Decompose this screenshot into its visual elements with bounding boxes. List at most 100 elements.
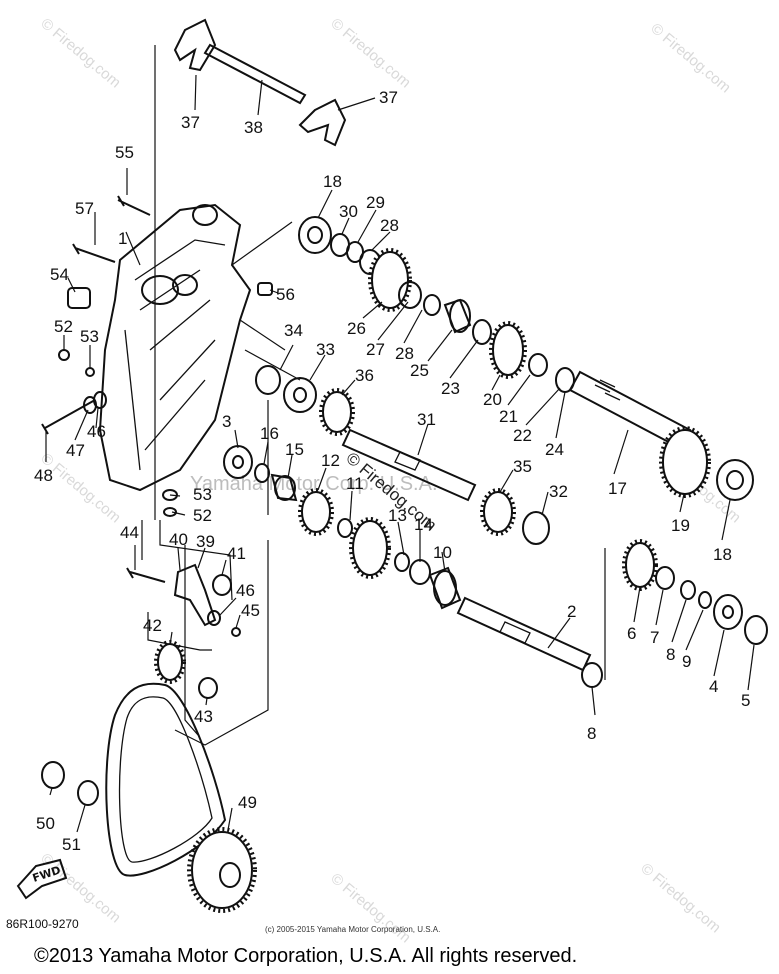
washer-52: [58, 349, 70, 361]
callout-12: 12: [321, 451, 340, 470]
callout-28-upper: 28: [380, 216, 399, 235]
watermark-top-right: © Firedog.com: [647, 20, 733, 96]
callout-8: 8: [587, 724, 596, 743]
callout-38: 38: [244, 118, 263, 137]
callout-13: 13: [388, 506, 407, 525]
callout-36: 36: [355, 366, 374, 385]
gear-20: [492, 324, 524, 376]
callout-14: 14: [414, 515, 433, 534]
gear-11: [352, 520, 388, 576]
callout-17: 17: [608, 479, 627, 498]
callout-57: 57: [75, 199, 94, 218]
callout-37-right: 37: [379, 88, 398, 107]
watermark-layer: © Firedog.com © Firedog.com © Firedog.co…: [37, 15, 743, 946]
callout-1: 1: [118, 229, 127, 248]
callout-7: 7: [650, 628, 659, 647]
callout-53-upper: 53: [80, 327, 99, 346]
callout-34: 34: [284, 321, 303, 340]
shift-rod: [203, 43, 307, 105]
bolt-44: [126, 567, 166, 583]
callout-18-right: 18: [713, 545, 732, 564]
callout-3: 3: [222, 412, 231, 431]
callout-50: 50: [36, 814, 55, 833]
seal-5: [744, 615, 768, 645]
callout-52-upper: 52: [54, 317, 73, 336]
footer-copyright: ©2013 Yamaha Motor Corporation, U.S.A. A…: [34, 945, 577, 967]
callout-4: 4: [709, 677, 718, 696]
diagram-code: 86R100-9270: [6, 917, 79, 931]
callout-10: 10: [433, 543, 452, 562]
watermark-top-left: © Firedog.com: [37, 15, 123, 91]
callout-37-left: 37: [181, 113, 200, 132]
sprocket-42: [157, 643, 183, 681]
callout-18-top: 18: [323, 172, 342, 191]
watermark-bottom-right: © Firedog.com: [637, 860, 723, 936]
shift-fork-upper: [173, 18, 217, 72]
callout-23: 23: [441, 379, 460, 398]
callout-6: 6: [627, 624, 636, 643]
callout-49: 49: [238, 793, 257, 812]
nut-45: [231, 627, 241, 637]
bolt-57: [72, 243, 116, 263]
callout-27: 27: [366, 340, 385, 359]
collar-43: [198, 677, 218, 699]
transmission-case-cover: [98, 203, 252, 492]
callout-56: 56: [276, 285, 295, 304]
callout-33: 33: [316, 340, 335, 359]
washer-8: [581, 662, 603, 688]
nut-50: [41, 761, 65, 789]
callout-35: 35: [513, 457, 532, 476]
bearing-4: [713, 594, 743, 630]
callout-39: 39: [196, 532, 215, 551]
collar-7: [655, 566, 675, 590]
callout-21: 21: [499, 407, 518, 426]
circlip-9: [698, 591, 712, 609]
callout-45: 45: [241, 601, 260, 620]
plug-54: [67, 287, 91, 309]
callout-24: 24: [545, 440, 564, 459]
callout-41: 41: [227, 544, 246, 563]
callout-54: 54: [50, 265, 69, 284]
dowel-56: [257, 282, 273, 296]
callout-55: 55: [115, 143, 134, 162]
callout-29: 29: [366, 193, 385, 212]
callout-40: 40: [169, 530, 188, 549]
callout-26: 26: [347, 319, 366, 338]
gear-35: [483, 491, 513, 533]
washer-51: [77, 780, 99, 806]
bolt-55: [117, 195, 151, 216]
callout-51: 51: [62, 835, 81, 854]
bearing-18-right: [716, 459, 754, 501]
shaft-31: [341, 428, 477, 502]
sprocket-49: [191, 831, 253, 909]
callout-15: 15: [285, 440, 304, 459]
bearing-33: [283, 377, 317, 413]
bolt-48: [41, 399, 96, 435]
callout-46-upper: 46: [87, 422, 106, 441]
callout-43: 43: [194, 707, 213, 726]
watermark-center-company: Yamaha Motor Corp. U.S.A.: [190, 473, 438, 495]
collar-41: [212, 574, 232, 596]
callout-25: 25: [410, 361, 429, 380]
callout-16: 16: [260, 424, 279, 443]
callout-22: 22: [513, 426, 532, 445]
forward-arrow: [16, 858, 68, 900]
callout-31: 31: [417, 410, 436, 429]
callout-19: 19: [671, 516, 690, 535]
callout-labels: 1 2 3 4 5 6 7 8 8 9 10 11 12 13 14 15 16…: [34, 88, 750, 854]
gear-6: [625, 542, 655, 588]
collar-32: [522, 511, 550, 545]
shift-fork-lower: [298, 98, 347, 147]
gear-12: [301, 491, 331, 533]
watermark-top-center: © Firedog.com: [327, 15, 413, 91]
callout-5: 5: [741, 691, 750, 710]
leader-lines: [45, 74, 755, 833]
gear-36: [322, 391, 352, 433]
callout-20: 20: [483, 390, 502, 409]
callout-46-lower: 46: [236, 581, 255, 600]
callout-8b: 8: [666, 645, 675, 664]
callout-48: 48: [34, 466, 53, 485]
parts-drawing: FWD: [16, 18, 768, 913]
callout-32: 32: [549, 482, 568, 501]
